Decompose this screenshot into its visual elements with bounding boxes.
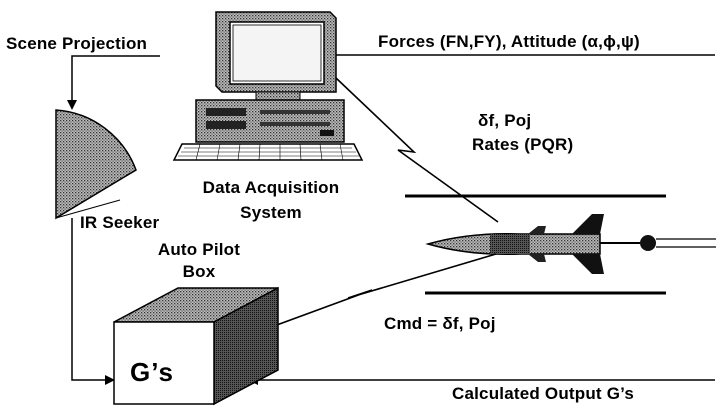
scene-projection-arrow xyxy=(67,55,160,110)
telemetry-link-upper xyxy=(335,77,499,223)
missile-icon xyxy=(425,214,716,274)
forces-attitude-label: Forces (FN,FY), Attitude (α,ϕ,ψ) xyxy=(378,32,640,51)
scene-projection-label: Scene Projection xyxy=(6,34,148,53)
telemetry-link-lower xyxy=(235,253,497,341)
data-acquisition-line2: System xyxy=(240,203,302,222)
seeker-to-gs-arrow xyxy=(71,218,115,385)
command-label: Cmd = δf, Poj xyxy=(384,314,496,333)
autopilot-label: Auto Pilot Box xyxy=(134,240,264,282)
autopilot-box-icon xyxy=(113,286,279,406)
rates-pqr-label: Rates (PQR) xyxy=(472,135,574,154)
data-acquisition-label: Data Acquisition System xyxy=(176,178,366,223)
ir-seeker-label: IR Seeker xyxy=(80,213,160,232)
autopilot-line1: Auto Pilot xyxy=(157,240,241,259)
data-acquisition-line1: Data Acquisition xyxy=(202,178,340,197)
computer-workstation-icon xyxy=(172,11,364,161)
calculated-output-label: Calculated Output G’s xyxy=(452,384,635,403)
gs-label: G’s xyxy=(130,357,174,387)
ir-seeker-icon xyxy=(55,109,137,220)
delta-poj-label: δf, Poj xyxy=(478,111,532,130)
autopilot-line2: Box xyxy=(182,262,216,281)
